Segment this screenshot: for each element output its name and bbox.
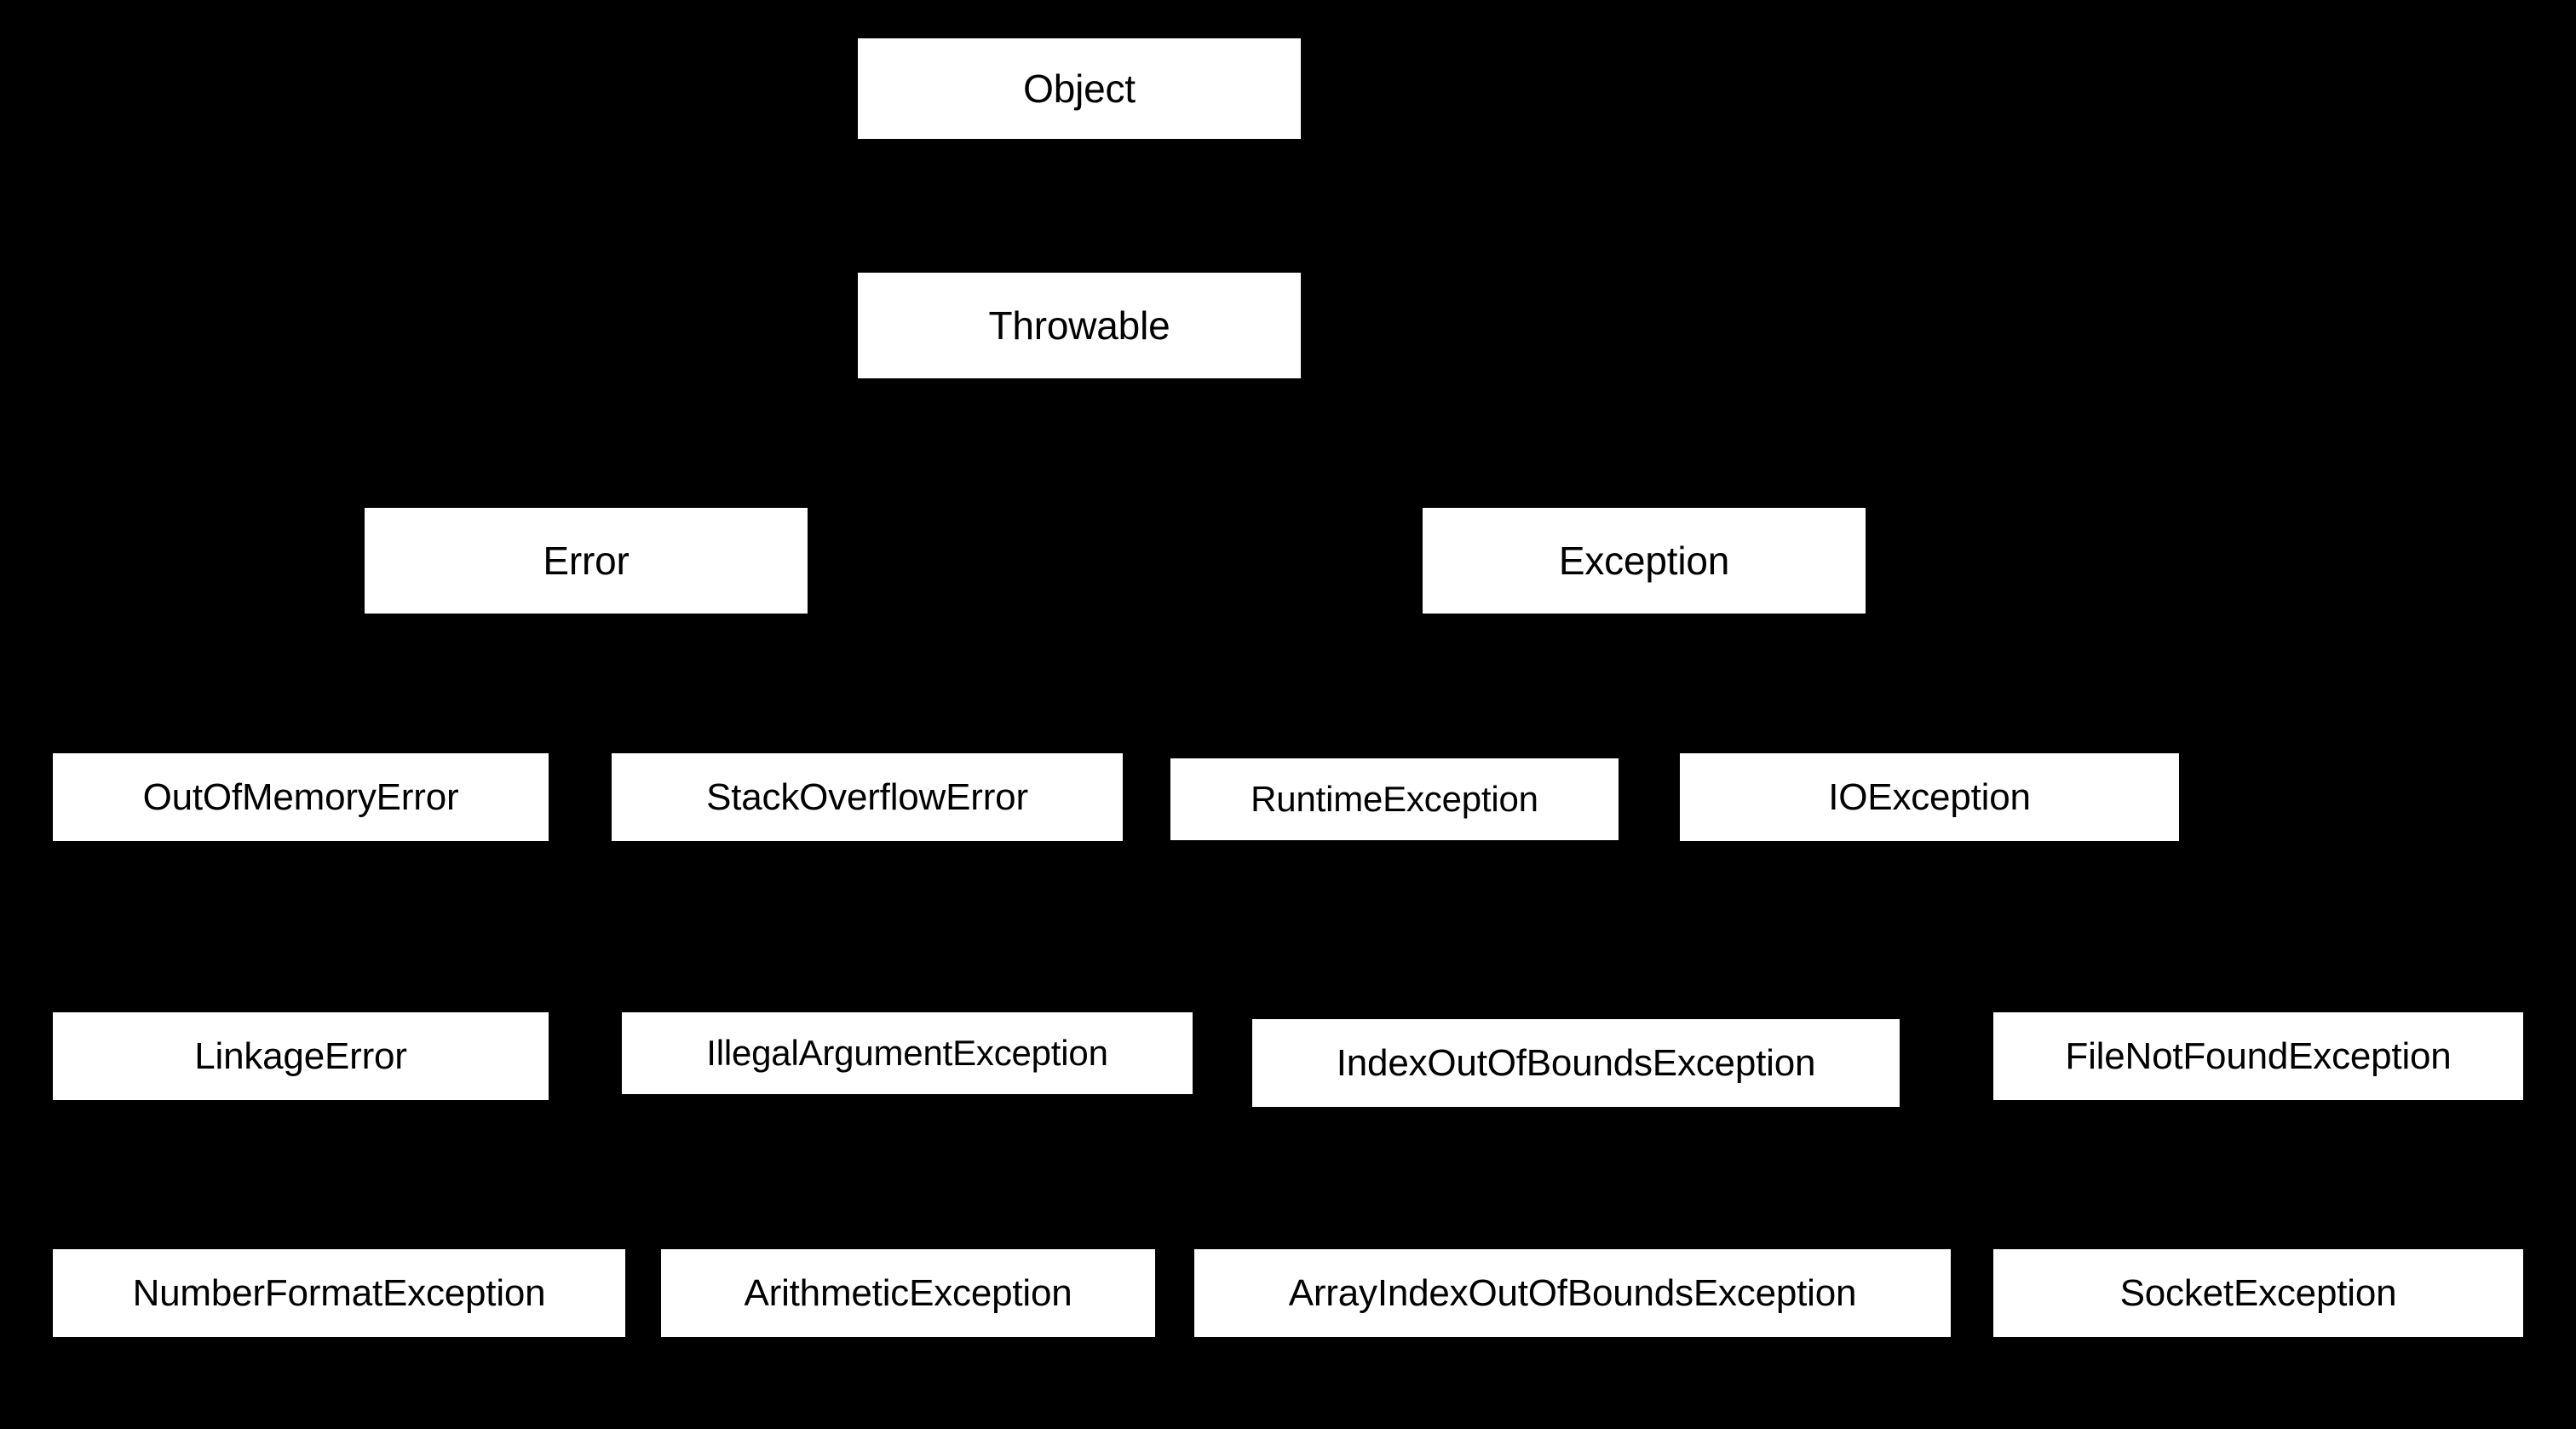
class-node-out-of-memory-error[interactable]: OutOfMemoryError — [53, 753, 549, 841]
class-node-throwable[interactable]: Throwable — [858, 273, 1301, 378]
class-node-label: IndexOutOfBoundsException — [1336, 1041, 1816, 1084]
class-node-label: IOException — [1828, 775, 2031, 818]
class-node-error[interactable]: Error — [365, 508, 808, 614]
class-node-arithmetic-exception[interactable]: ArithmeticException — [661, 1249, 1155, 1337]
class-node-exception[interactable]: Exception — [1423, 508, 1866, 614]
class-node-label: SocketException — [2119, 1271, 2397, 1314]
class-node-socket-exception[interactable]: SocketException — [1993, 1249, 2523, 1337]
class-node-illegal-argument-exception[interactable]: IllegalArgumentException — [622, 1012, 1193, 1094]
class-node-label: OutOfMemoryError — [142, 775, 459, 818]
class-node-runtime-exception[interactable]: RuntimeException — [1170, 758, 1619, 840]
class-node-label: FileNotFoundException — [2065, 1034, 2452, 1077]
class-node-label: ArrayIndexOutOfBoundsException — [1288, 1271, 1857, 1314]
class-node-label: Throwable — [988, 303, 1170, 348]
class-node-array-index-out-of-bounds[interactable]: ArrayIndexOutOfBoundsException — [1194, 1249, 1951, 1337]
class-node-label: RuntimeException — [1251, 779, 1538, 819]
class-node-stack-overflow-error[interactable]: StackOverflowError — [612, 753, 1123, 841]
class-node-object[interactable]: Object — [858, 38, 1301, 139]
class-node-linkage-error[interactable]: LinkageError — [53, 1012, 549, 1100]
class-node-label: Object — [1023, 66, 1136, 111]
class-node-label: NumberFormatException — [132, 1271, 546, 1314]
class-node-label: StackOverflowError — [706, 775, 1028, 818]
class-node-label: LinkageError — [194, 1034, 407, 1077]
class-node-number-format-exception[interactable]: NumberFormatException — [53, 1249, 625, 1337]
class-node-label: Exception — [1558, 539, 1730, 583]
class-node-label: ArithmeticException — [744, 1271, 1072, 1314]
class-node-file-not-found-exception[interactable]: FileNotFoundException — [1993, 1012, 2523, 1100]
class-node-label: IllegalArgumentException — [706, 1033, 1108, 1073]
class-node-io-exception[interactable]: IOException — [1680, 753, 2179, 841]
class-node-index-out-of-bounds-exception[interactable]: IndexOutOfBoundsException — [1252, 1019, 1900, 1107]
class-node-label: Error — [543, 539, 630, 583]
